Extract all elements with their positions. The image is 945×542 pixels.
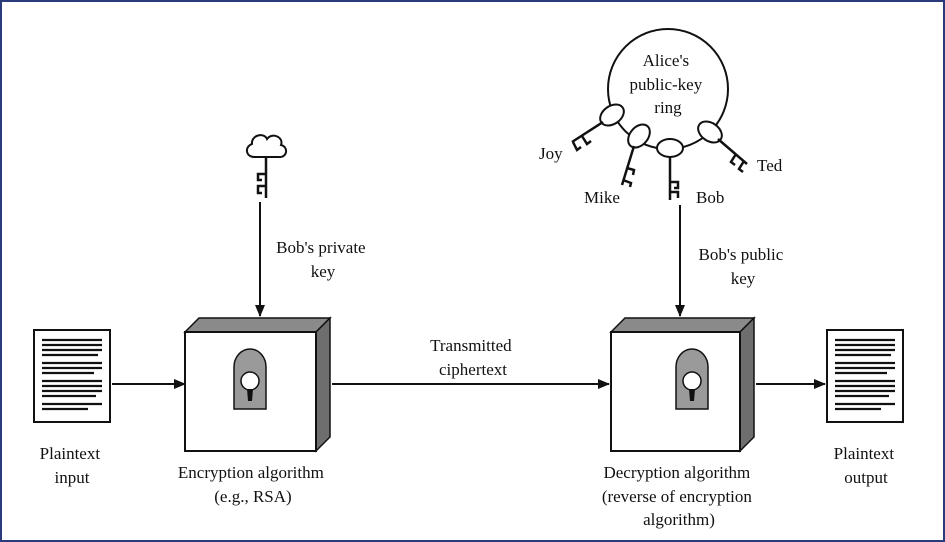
padlock-icon xyxy=(233,348,267,410)
key-ring-label: Alice's public-key ring xyxy=(630,51,707,117)
decryption-algorithm-label: Decryption algorithm (reverse of encrypt… xyxy=(602,463,756,529)
padlock-icon xyxy=(675,348,709,410)
plaintext-output-label: Plaintext output xyxy=(834,444,899,487)
public-key-label: Bob's public key xyxy=(698,245,787,288)
transmitted-ciphertext-label: Transmitted ciphertext xyxy=(430,336,516,379)
mike-key-icon xyxy=(620,123,651,188)
private-key-label: Bob's private key xyxy=(276,238,370,281)
encryption-algorithm-label: Encryption algorithm (e.g., RSA) xyxy=(178,463,328,506)
plaintext-output-document-icon xyxy=(826,329,904,423)
key-name-ted: Ted xyxy=(757,156,783,175)
ted-key-icon xyxy=(697,120,748,173)
plaintext-input-label: Plaintext input xyxy=(40,444,105,487)
joy-key-icon xyxy=(571,103,625,152)
bob-key-icon xyxy=(656,138,684,200)
key-name-joy: Joy xyxy=(539,144,563,163)
private-key-icon xyxy=(246,134,287,198)
key-name-mike: Mike xyxy=(584,188,620,207)
plaintext-input-document-icon xyxy=(33,329,111,423)
key-name-bob: Bob xyxy=(696,188,724,207)
